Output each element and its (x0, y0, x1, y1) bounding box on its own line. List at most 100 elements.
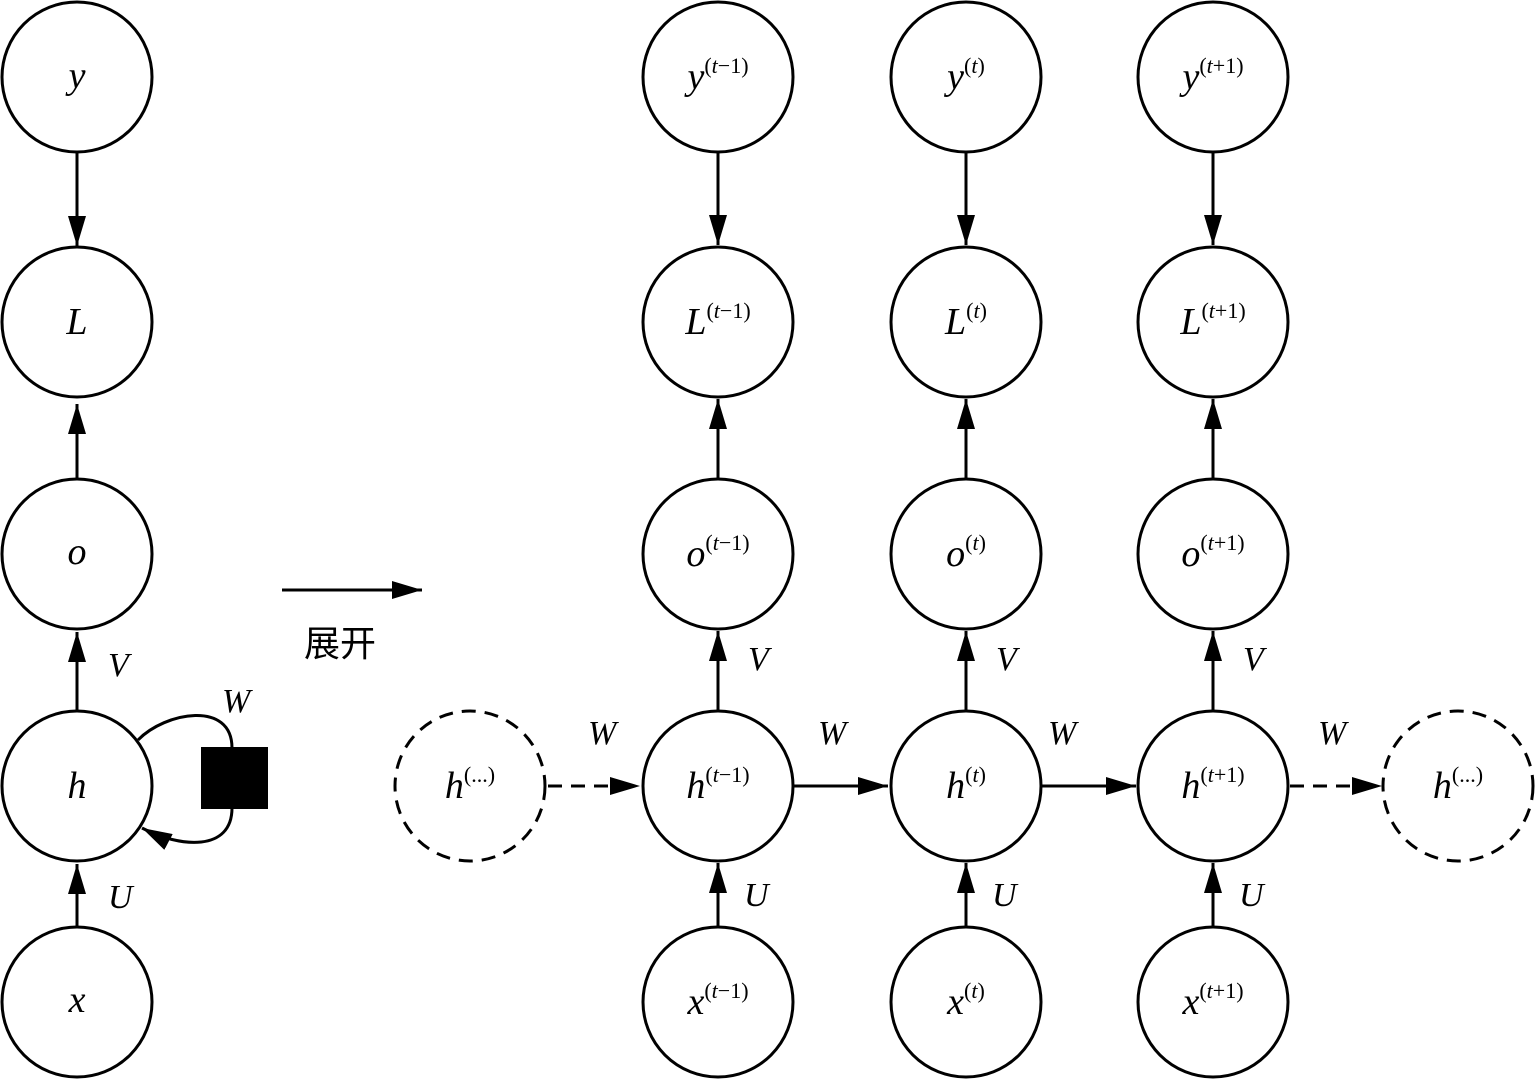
node-L-t-base: L (944, 301, 966, 343)
node-L-t-label: L(t) (944, 298, 987, 343)
node-h (0, 709, 154, 863)
node-x (0, 925, 154, 1079)
edge-h-self-loop-out (136, 714, 234, 749)
node-h-ellipsis-left (393, 709, 547, 863)
node-x-t-base: x (946, 981, 964, 1023)
node-y-t-sup: (t) (964, 53, 985, 78)
node-x-t-minus-1-base: x (686, 981, 704, 1023)
node-h-t (889, 709, 1043, 863)
node-x-t-label: x(t) (946, 978, 985, 1023)
node-L-t-plus-1-base: L (1179, 301, 1201, 343)
node-o-t-plus-1-base: o (1181, 533, 1200, 575)
node-x-t-plus-1 (1136, 925, 1290, 1079)
node-h-t-label: h(t) (946, 762, 986, 807)
column-t: y(t)L(t)o(t)h(t)x(t)VU (889, 0, 1043, 1079)
node-h-ellipsis-right-label: h(...) (1433, 762, 1483, 807)
edge-label-V-t-minus-1: V (748, 641, 773, 678)
node-o (0, 477, 154, 631)
node-x-t (889, 925, 1043, 1079)
node-h-t-plus-1-sup: (t+1) (1200, 762, 1244, 787)
node-o-t-plus-1 (1136, 477, 1290, 631)
node-L-label: L (65, 301, 87, 343)
node-x-label: x (68, 979, 86, 1021)
node-h-ellipsis-right-sup: (...) (1452, 762, 1483, 787)
node-y-t-minus-1-label: y(t−1) (683, 53, 748, 98)
node-x-t-sup: (t) (964, 978, 985, 1003)
node-y-t-plus-1-label: y(t+1) (1178, 53, 1243, 98)
node-L-t-minus-1-sup: (t−1) (706, 298, 750, 323)
node-x-t-plus-1-label: x(t+1) (1181, 978, 1243, 1023)
node-y-t-minus-1-sup: (t−1) (704, 53, 748, 78)
node-L-t-plus-1-label: L(t+1) (1179, 298, 1245, 343)
node-L-t-plus-1-sup: (t+1) (1201, 298, 1245, 323)
node-y-t-minus-1-base: y (683, 56, 704, 98)
node-h-ellipsis-right-base: h (1433, 765, 1452, 807)
unrolled-columns: y(t−1)L(t−1)o(t−1)h(t−1)x(t−1)VUy(t)L(t)… (641, 0, 1290, 1079)
node-h-t-minus-1-sup: (t−1) (705, 762, 749, 787)
node-h-t-plus-1-base: h (1181, 765, 1200, 807)
node-L-t-sup: (t) (966, 298, 987, 323)
node-L-t (889, 245, 1043, 399)
unfold-label: 展开 (304, 624, 376, 665)
node-h-t-minus-1-label: h(t−1) (686, 762, 749, 807)
node-h-t-sup: (t) (965, 762, 986, 787)
node-h-ellipsis-right (1381, 709, 1535, 863)
node-o-label: o (68, 531, 87, 573)
node-o-t-base: o (946, 533, 965, 575)
node-L-t-minus-1 (641, 245, 795, 399)
node-h-t-minus-1-base: h (686, 765, 705, 807)
node-L-t-plus-1 (1136, 245, 1290, 399)
recurrent-label-W-4: W (1318, 715, 1349, 752)
node-o-t (889, 477, 1043, 631)
node-o-t-plus-1-sup: (t+1) (1200, 530, 1244, 555)
node-h-ellipsis-left-sup: (...) (464, 762, 495, 787)
node-L-t-minus-1-base: L (684, 301, 706, 343)
node-h-ellipsis-left-base: h (445, 765, 464, 807)
delay-box (201, 747, 268, 809)
edge-label-U-t-minus-1: U (744, 877, 771, 914)
column-t-plus-1: y(t+1)L(t+1)o(t+1)h(t+1)x(t+1)VU (1136, 0, 1290, 1079)
recurrent-label-W-2: W (818, 715, 849, 752)
column-t-minus-1: y(t−1)L(t−1)o(t−1)h(t−1)x(t−1)VU (641, 0, 795, 1079)
node-y-t-plus-1-sup: (t+1) (1199, 53, 1243, 78)
node-L-t-minus-1-label: L(t−1) (684, 298, 750, 343)
node-o-t-minus-1-sup: (t−1) (705, 530, 749, 555)
unfold-arrow-group: 展开 (282, 581, 422, 665)
edge-label-U: U (108, 879, 135, 916)
node-y-t-minus-1 (641, 0, 795, 154)
node-o-t-minus-1-base: o (686, 533, 705, 575)
node-x-t-minus-1 (641, 925, 795, 1079)
node-y-t-plus-1-base: y (1178, 56, 1199, 98)
node-o-t-plus-1-label: o(t+1) (1181, 530, 1244, 575)
node-h-ellipsis-left-label: h(...) (445, 762, 495, 807)
node-o-t-minus-1 (641, 477, 795, 631)
node-x-t-minus-1-sup: (t−1) (704, 978, 748, 1003)
node-o-t-sup: (t) (965, 530, 986, 555)
node-o-t-minus-1-label: o(t−1) (686, 530, 749, 575)
edge-label-V-t-plus-1: V (1243, 641, 1268, 678)
node-x-t-minus-1-label: x(t−1) (686, 978, 748, 1023)
node-y-t (889, 0, 1043, 154)
edge-label-U-t-plus-1: U (1239, 877, 1266, 914)
node-h-label: h (68, 765, 87, 807)
edge-label-V-t: V (996, 641, 1021, 678)
node-o-t-label: o(t) (946, 530, 986, 575)
unrolled-graph: W W W W h(...) h(...) y(t−1)L(t−1)o(t−1)… (393, 0, 1535, 1079)
node-x-t-plus-1-sup: (t+1) (1199, 978, 1243, 1003)
node-h-t-minus-1 (641, 709, 795, 863)
node-x-t-plus-1-base: x (1181, 981, 1199, 1023)
node-y-label: y (65, 55, 86, 97)
node-L (0, 245, 154, 399)
recurrent-label-W-3: W (1048, 715, 1079, 752)
node-h-t-plus-1 (1136, 709, 1290, 863)
node-h-t-base: h (946, 765, 965, 807)
node-y-t-base: y (943, 56, 964, 98)
edge-label-W: W (222, 683, 253, 720)
node-y-t-label: y(t) (943, 53, 985, 98)
node-y (0, 0, 154, 154)
edge-label-U-t: U (992, 877, 1019, 914)
edge-h-self-loop-in (141, 807, 234, 850)
folded-graph: y L o h x V U W (0, 0, 268, 1079)
node-y-t-plus-1 (1136, 0, 1290, 154)
